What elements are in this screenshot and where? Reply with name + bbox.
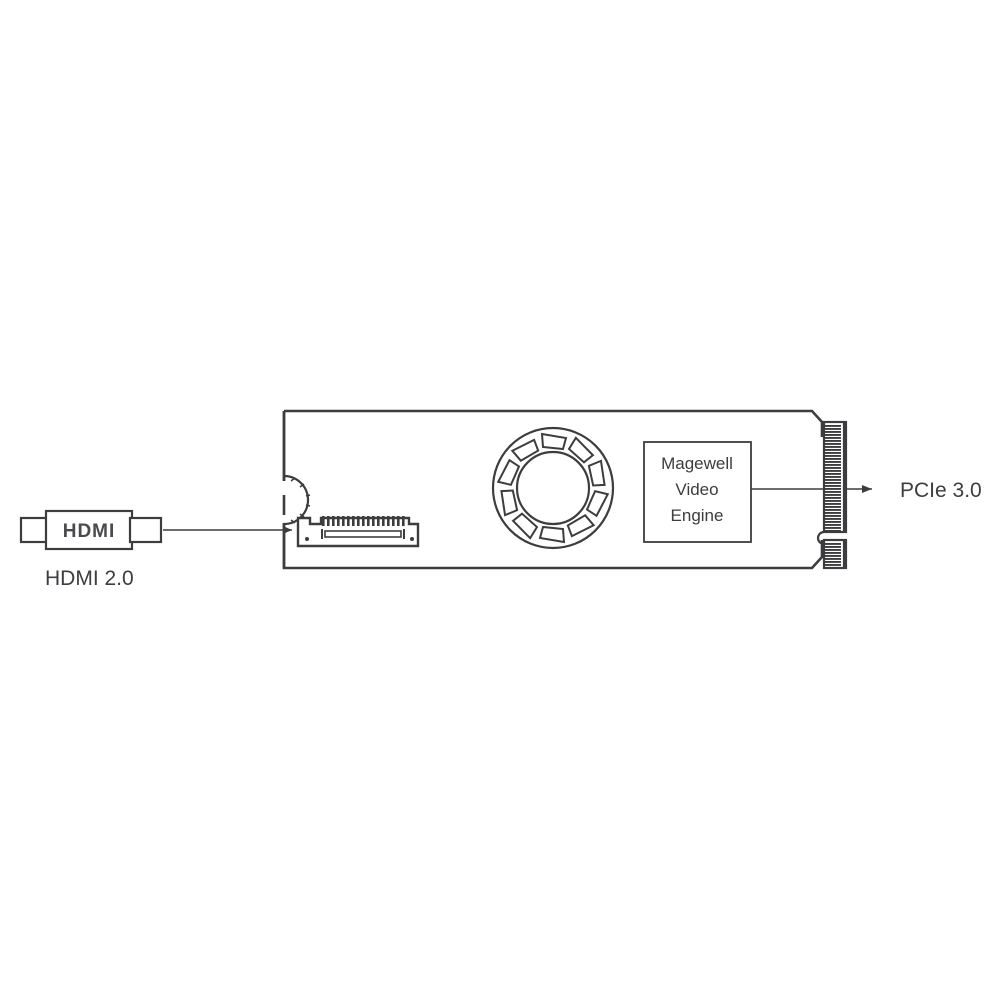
fan-blade (566, 514, 596, 538)
fan-blade (511, 512, 539, 540)
fan-blade (567, 436, 595, 464)
pcie-signal-arrow (751, 485, 872, 493)
pcie-output-label: PCIe 3.0 (900, 479, 982, 502)
hdmi-signal-arrow (163, 526, 292, 534)
pcie-arrowhead-icon (862, 485, 872, 493)
hdmi-plug-tongue (128, 516, 163, 544)
hdmi-input-label: HDMI 2.0 (45, 567, 134, 590)
edge-pin-group-upper (822, 420, 848, 534)
notch-tick-marks (290, 477, 311, 524)
cooling-fan (491, 426, 615, 550)
pcb-outline (282, 409, 824, 570)
fpc-solder-pad-right (410, 537, 414, 541)
fan-blade (496, 458, 521, 487)
fan-blade (500, 489, 519, 517)
hdmi-logo-text: HDMI (63, 521, 116, 542)
fan-blade (540, 432, 568, 451)
flex-ribbon-connector (296, 516, 420, 548)
fan-blade (587, 459, 606, 487)
hdmi-connector-body (44, 509, 134, 551)
magewell-video-engine-chip: Magewell Video Engine (643, 441, 752, 543)
video-engine-box (643, 441, 752, 543)
fpc-solder-pad-left (305, 537, 309, 541)
edge-pin-group-upper-fingers (824, 425, 841, 532)
m2-gold-finger-edge-connector (816, 420, 848, 570)
fan-blades (496, 432, 610, 544)
fan-blade (538, 525, 566, 544)
m2-card-pcb (282, 409, 824, 570)
fan-hub (515, 450, 591, 526)
video-engine-line-2: Video (675, 480, 718, 499)
fpc-contact-teeth (322, 516, 405, 526)
video-engine-line-1: Magewell (661, 454, 733, 473)
m2-key-notch (816, 530, 825, 546)
video-engine-line-3: Engine (671, 506, 724, 525)
fan-blade (585, 489, 610, 518)
fpc-ribbon-slot (324, 530, 402, 538)
edge-pin-group-lower-fingers (824, 543, 841, 566)
hdmi-cable-connector: HDMI (19, 509, 163, 551)
fan-outer-ring (491, 426, 615, 550)
edge-pin-group-lower (822, 538, 848, 570)
fan-blade (510, 438, 540, 462)
